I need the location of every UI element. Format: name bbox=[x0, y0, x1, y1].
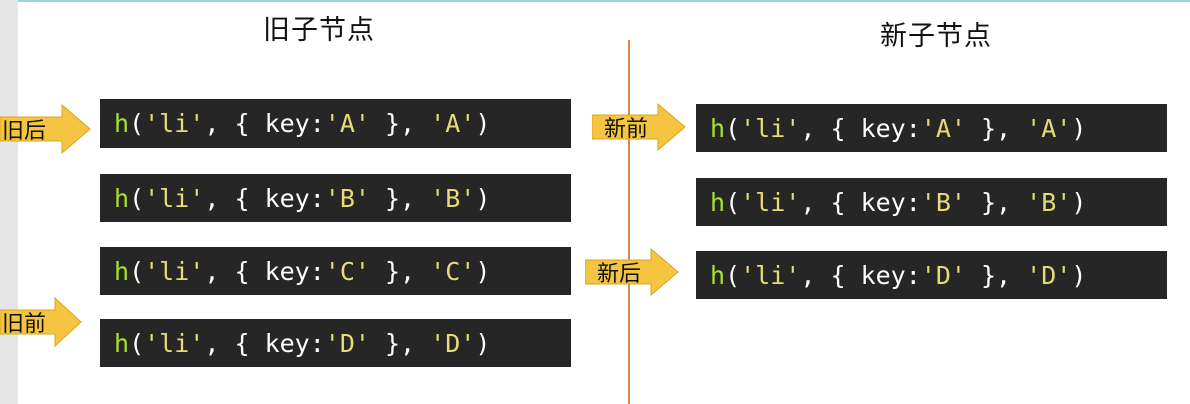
arrow-right-icon bbox=[585, 248, 679, 296]
old-node-d: h('li', { key: 'D' }, 'D') bbox=[100, 319, 571, 367]
new-node-d: h('li', { key: 'D' }, 'D') bbox=[696, 251, 1167, 299]
left-edge-strip bbox=[0, 0, 18, 404]
new-node-b: h('li', { key: 'B' }, 'B') bbox=[696, 178, 1167, 226]
arrow-right-icon bbox=[592, 103, 686, 151]
arrow-right-icon bbox=[0, 104, 91, 154]
old-start-label: 旧前 bbox=[2, 312, 47, 337]
arrow-right-icon bbox=[0, 297, 82, 347]
center-divider-line bbox=[628, 40, 630, 404]
new-children-heading: 新子节点 bbox=[880, 21, 992, 52]
top-border-line bbox=[18, 0, 1190, 2]
old-node-c: h('li', { key: 'C' }, 'C') bbox=[100, 247, 571, 295]
new-end-label: 新后 bbox=[597, 262, 642, 287]
old-node-a: h('li', { key: 'A' }, 'A') bbox=[100, 99, 571, 148]
old-end-pointer: 旧后 bbox=[0, 104, 92, 154]
old-start-pointer: 旧前 bbox=[0, 297, 82, 347]
new-node-a: h('li', { key: 'A' }, 'A') bbox=[696, 104, 1167, 152]
new-start-pointer: 新前 bbox=[592, 103, 686, 151]
new-end-pointer: 新后 bbox=[585, 248, 679, 296]
old-node-b: h('li', { key: 'B' }, 'B') bbox=[100, 174, 571, 222]
old-end-label: 旧后 bbox=[2, 119, 47, 144]
old-children-heading: 旧子节点 bbox=[263, 15, 375, 46]
new-start-label: 新前 bbox=[604, 117, 649, 142]
